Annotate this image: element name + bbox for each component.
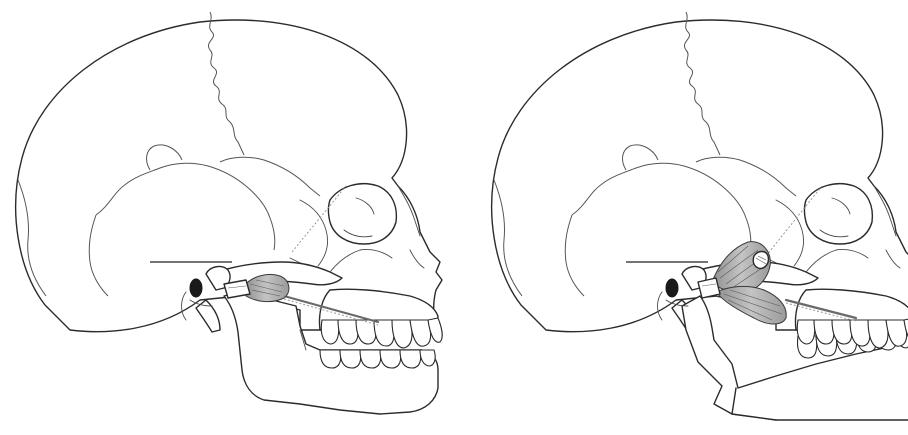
upper-teeth-left <box>321 318 442 348</box>
skull-jaw-closed <box>16 12 442 414</box>
skull-jaw-open <box>492 12 908 420</box>
lower-teeth-left <box>320 350 435 368</box>
